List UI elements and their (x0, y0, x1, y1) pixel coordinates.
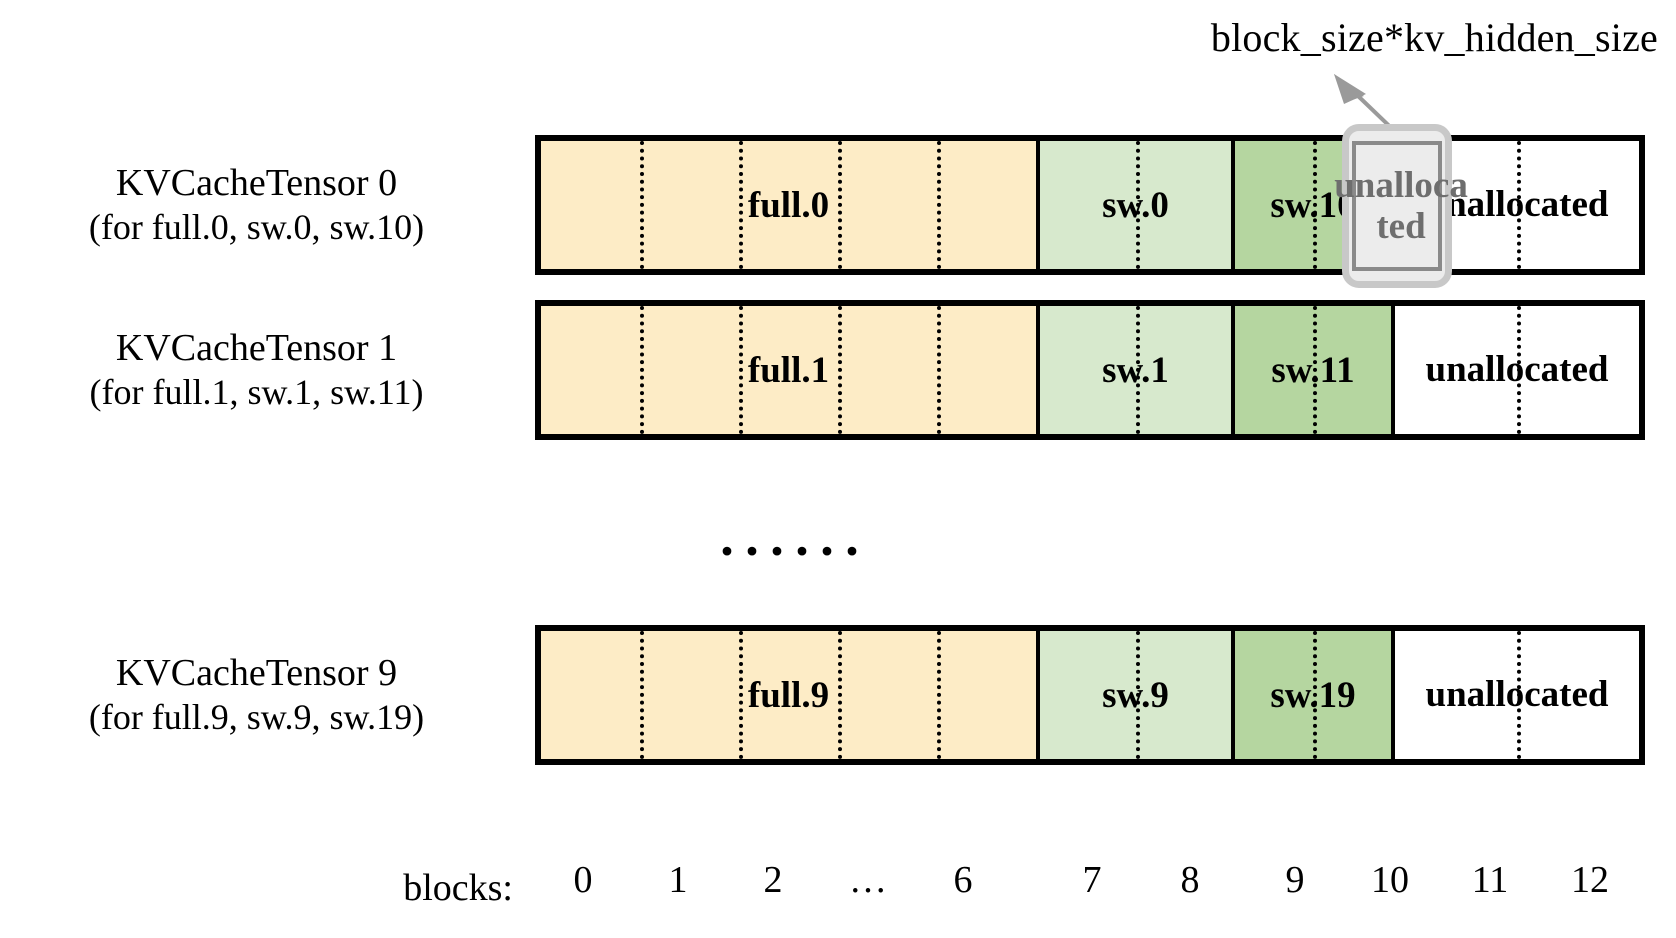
tensor-row-title: KVCacheTensor 9 (115, 651, 398, 694)
block-divider (1135, 631, 1140, 759)
block-divider (838, 631, 842, 759)
bar-segment-label: unallocated (1425, 349, 1609, 391)
tensor-row-subtitle: (for full.0, sw.0, sw.10) (88, 207, 425, 248)
tensor-row-title: KVCacheTensor 1 (115, 326, 398, 369)
rows-ellipsis: ······ (718, 521, 869, 581)
block-tick-label: 9 (1285, 859, 1305, 901)
block-divider (1135, 306, 1140, 434)
block-divider (937, 631, 941, 759)
bar-segment-swlight[interactable]: sw.1 (1040, 306, 1235, 434)
block-divider (739, 141, 743, 269)
block-tick-label: 11 (1471, 859, 1509, 901)
block-divider (1313, 141, 1317, 269)
tensor-row-label: KVCacheTensor 0(for full.0, sw.0, sw.10) (0, 135, 535, 275)
block-tick-label: 2 (763, 859, 783, 901)
bar-segment-label: full.9 (747, 674, 830, 716)
block-tick-label: 12 (1571, 859, 1609, 901)
bar-segment-swdark[interactable]: sw.19 (1235, 631, 1395, 759)
bar-segment-label: sw.11 (1271, 349, 1355, 391)
bar-segment-label: sw.19 (1270, 674, 1356, 716)
bar-segment-label: unallocated (1425, 184, 1609, 226)
bar-segment-label: sw.1 (1102, 349, 1169, 391)
bar-segment-label: sw.10 (1270, 184, 1356, 226)
block-tick-label: 8 (1180, 859, 1200, 901)
tensor-row: KVCacheTensor 1(for full.1, sw.1, sw.11)… (0, 300, 1676, 440)
block-divider (739, 631, 743, 759)
block-divider (838, 141, 842, 269)
kvcache-tensor-bar: full.1 sw.1 sw.11 unallocated (535, 300, 1645, 440)
kvcache-tensor-bar: full.9 sw.9 sw.19 unallocated (535, 625, 1645, 765)
bar-segment-label: sw.9 (1102, 674, 1169, 716)
block-divider (937, 141, 941, 269)
block-tick-label: … (849, 859, 887, 901)
block-divider (640, 306, 644, 434)
bar-segment-label: unallocated (1425, 674, 1609, 716)
block-divider (1517, 631, 1521, 759)
block-divider (739, 306, 743, 434)
block-tick-label: 6 (953, 859, 973, 901)
tensor-row-title: KVCacheTensor 0 (115, 161, 398, 204)
block-divider (1517, 306, 1521, 434)
bar-segment-full[interactable]: full.0 (541, 141, 1040, 269)
bar-segment-unalloc[interactable]: unallocated (1395, 306, 1639, 434)
tensor-row-label: KVCacheTensor 1(for full.1, sw.1, sw.11) (0, 300, 535, 440)
bar-segment-swlight[interactable]: sw.0 (1040, 141, 1235, 269)
block-tick-label: 10 (1371, 859, 1409, 901)
bar-segment-unalloc[interactable]: unallocated (1395, 631, 1639, 759)
bar-segment-swdark[interactable]: sw.11 (1235, 306, 1395, 434)
bar-segment-full[interactable]: full.9 (541, 631, 1040, 759)
blocks-axis-title: blocks: (403, 867, 513, 909)
bar-segment-label: full.0 (747, 184, 830, 226)
block-tick-label: 7 (1082, 859, 1102, 901)
tensor-row: KVCacheTensor 0(for full.0, sw.0, sw.10)… (0, 135, 1676, 275)
block-highlight-callout[interactable] (1342, 124, 1452, 288)
block-divider (640, 141, 644, 269)
tensor-row: KVCacheTensor 9(for full.9, sw.9, sw.19)… (0, 625, 1676, 765)
bar-segment-label: sw.0 (1102, 184, 1169, 226)
callout-annotation-text: block_size*kv_hidden_size (1210, 15, 1658, 60)
tensor-row-subtitle: (for full.1, sw.1, sw.11) (89, 372, 424, 413)
block-divider (1135, 141, 1140, 269)
block-divider (838, 306, 842, 434)
tensor-row-subtitle: (for full.9, sw.9, sw.19) (88, 697, 425, 738)
block-divider (937, 306, 941, 434)
tensor-row-label: KVCacheTensor 9(for full.9, sw.9, sw.19) (0, 625, 535, 765)
block-tick-label: 1 (668, 859, 688, 901)
kvcache-tensor-bar: full.0 sw.0 sw.10 unallocated (535, 135, 1645, 275)
block-divider (1313, 306, 1317, 434)
bar-segment-full[interactable]: full.1 (541, 306, 1040, 434)
block-tick-label: 0 (573, 859, 593, 901)
bar-segment-label: full.1 (747, 349, 830, 391)
block-divider (1313, 631, 1317, 759)
block-divider (1517, 141, 1521, 269)
bar-segment-swlight[interactable]: sw.9 (1040, 631, 1235, 759)
block-highlight-inner (1352, 141, 1442, 271)
block-divider (640, 631, 644, 759)
